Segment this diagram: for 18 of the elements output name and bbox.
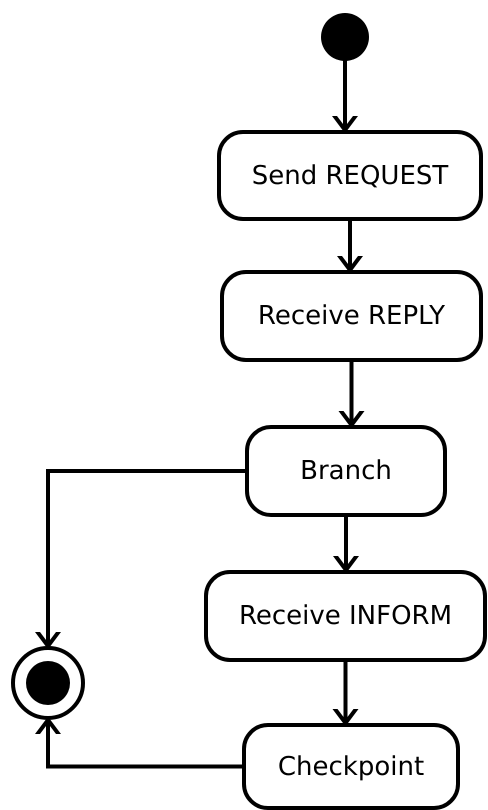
arrow bbox=[34, 469, 245, 648]
activity-label: Send REQUEST bbox=[252, 160, 448, 190]
arrow bbox=[336, 221, 364, 272]
activity-box bbox=[242, 723, 460, 810]
initial-node bbox=[321, 13, 369, 61]
activity-label: Receive INFORM bbox=[238, 601, 452, 631]
activity-box bbox=[217, 130, 483, 221]
activity-box bbox=[220, 270, 483, 362]
arrow bbox=[34, 718, 242, 768]
activity-box bbox=[204, 570, 487, 662]
arrow bbox=[338, 362, 366, 427]
arrow bbox=[331, 59, 359, 132]
activity-label: Branch bbox=[300, 456, 392, 486]
activity-label: Checkpoint bbox=[278, 752, 424, 782]
activity-box bbox=[245, 425, 447, 517]
arrow bbox=[332, 517, 360, 572]
arrow bbox=[332, 662, 360, 725]
activity-label: Receive REPLY bbox=[258, 301, 446, 331]
